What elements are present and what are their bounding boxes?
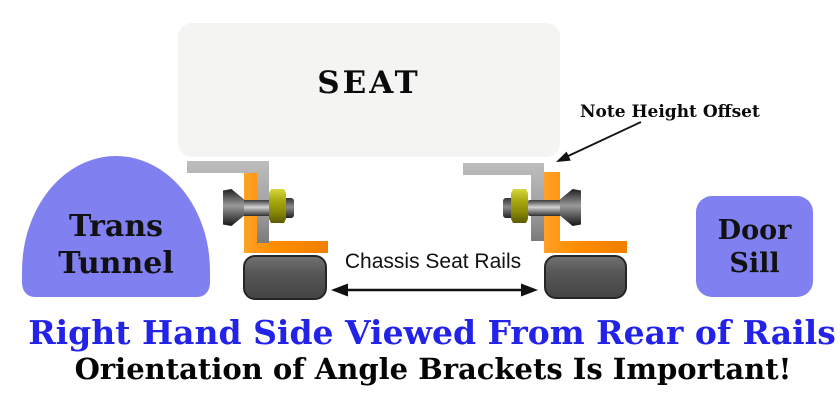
right-bolt-head <box>560 189 581 226</box>
left-bolt-tip <box>286 198 294 218</box>
door-sill-block: Door Sill <box>696 196 813 297</box>
right-nut <box>511 189 528 223</box>
right-chassis-rail <box>544 255 627 299</box>
trans-tunnel-dome: Trans Tunnel <box>22 156 210 297</box>
chassis-seat-rails-label: Chassis Seat Rails <box>344 250 522 273</box>
chassis-rails-double-arrow <box>331 283 538 297</box>
trans-tunnel-label-line1: Trans <box>68 209 164 244</box>
left-nut <box>269 189 286 223</box>
trans-tunnel-label-line2: Tunnel <box>58 246 174 281</box>
note-height-offset-label: Note Height Offset <box>580 102 760 122</box>
caption-right-hand-side: Right Hand Side Viewed From Rear of Rail… <box>28 313 836 352</box>
left-chassis-rail <box>243 255 327 300</box>
seat-block: SEAT <box>178 23 560 157</box>
left-bolt-shaft <box>240 200 272 216</box>
height-offset-arrow <box>556 121 642 162</box>
left-bolt-head <box>223 189 244 226</box>
seat-label: SEAT <box>317 65 421 101</box>
caption-orientation-warning: Orientation of Angle Brackets Is Importa… <box>74 352 792 386</box>
door-sill-label-line2: Sill <box>729 247 780 279</box>
door-sill-label-line1: Door <box>717 214 792 246</box>
right-bolt-tip <box>503 198 511 218</box>
right-bolt-shaft <box>528 200 562 216</box>
